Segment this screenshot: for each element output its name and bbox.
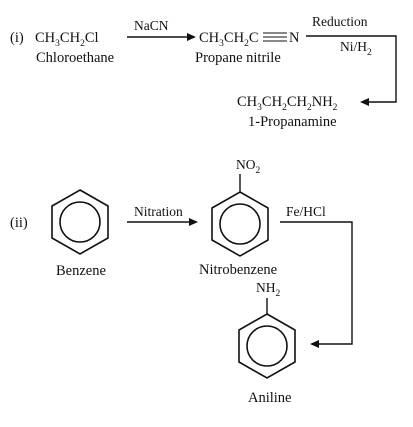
nacn-reagent: NaCN [134,18,169,33]
nih2-reagent: Ni/H2 [340,39,372,58]
amine-formula: CH3CH2CH2NH2 [237,94,338,113]
nitration-arrowhead [189,218,198,226]
nitrobenzene-ring [211,191,269,257]
nitration-reagent: Nitration [134,204,183,219]
amine-name: 1-Propanamine [248,114,337,130]
fehcl-reagent: Fe/HCl [286,204,326,219]
chloroethane-formula: CH3CH2Cl [35,30,99,49]
part1-label: (i) [10,30,24,46]
benzene-ring [51,189,109,255]
nitrile-name: Propane nitrile [195,50,281,66]
triple-bond [263,32,287,42]
benzene-name: Benzene [56,263,106,279]
reduction-arrowhead [310,340,319,348]
step2-arrow-line [306,35,397,103]
reduction-arrow-line [280,221,353,345]
nitrobenzene-name: Nitrobenzene [199,262,277,278]
chloroethane-name: Chloroethane [36,50,114,66]
nitrile-n: N [289,30,300,46]
reduction-reagent: Reduction [312,14,368,29]
nitrile-formula: CH3CH2C [199,30,258,49]
nitro-group: NO2 [236,157,261,176]
aniline-ring [238,313,296,379]
step2-arrowhead [360,98,369,106]
part2-label: (ii) [10,215,28,231]
amino-group: NH2 [256,280,281,299]
aniline-name: Aniline [248,390,292,406]
step1-arrowhead [187,33,196,41]
